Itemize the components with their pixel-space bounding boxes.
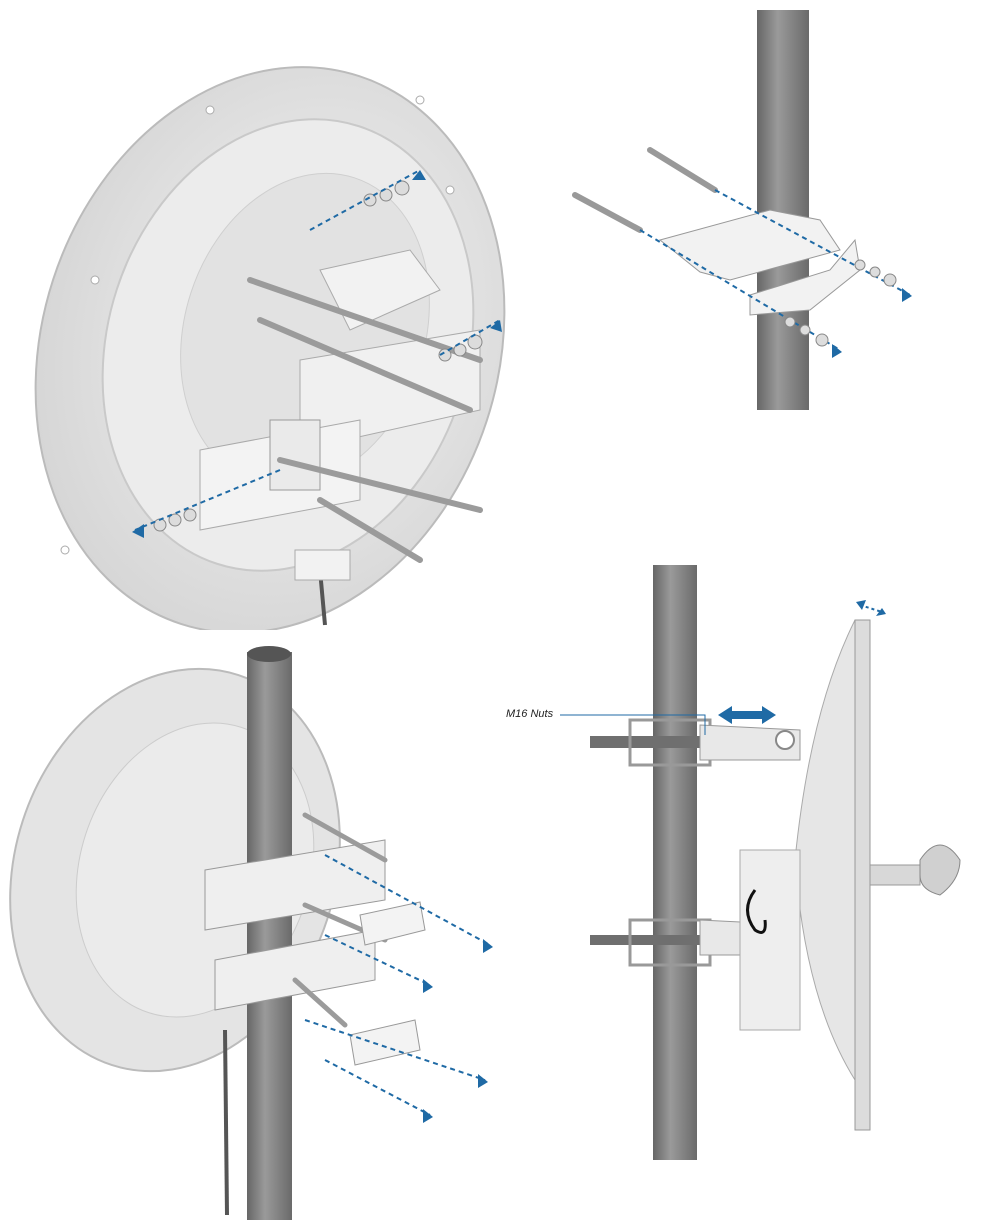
dish-pole-illustration (9, 646, 493, 1220)
pole-bolts-illustration (572, 10, 912, 410)
panel-pole-bolts (560, 10, 920, 420)
panel-dish-bracket-assembly (20, 30, 520, 630)
m16-nuts-label: M16 Nuts (506, 708, 554, 720)
side-view-illustration (560, 565, 961, 1160)
panel-dish-on-pole (5, 640, 505, 1220)
dish-bracket-illustration (34, 66, 506, 630)
panel-side-view: M16 Nuts (500, 560, 1000, 1170)
